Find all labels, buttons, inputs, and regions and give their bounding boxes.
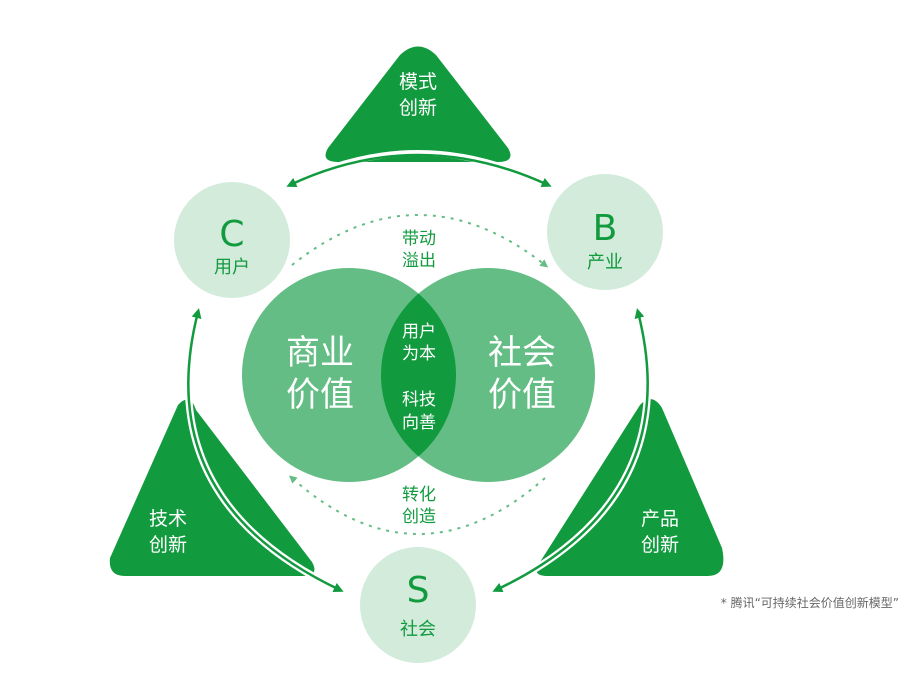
venn-center-top-line2: 为本	[402, 344, 436, 364]
venn-left-line2: 价值	[286, 375, 354, 415]
triangle-top-line1: 模式	[399, 71, 437, 93]
node-s-letter: S	[407, 570, 430, 611]
triangle-right-line1: 产品	[641, 508, 679, 530]
node-b-letter: B	[593, 208, 618, 249]
triangle-top-line2: 创新	[399, 97, 437, 119]
triangle-right-line2: 创新	[641, 534, 679, 556]
footnote: * 腾讯“可持续社会价值创新模型”	[721, 595, 899, 610]
node-s-circle	[360, 547, 476, 663]
venn-left-line1: 商业	[286, 333, 354, 373]
venn-intersection	[381, 268, 456, 482]
triangle-left	[109, 399, 315, 576]
node-s-label: 社会	[400, 619, 436, 640]
node-c-circle	[174, 182, 290, 298]
node-c-letter: C	[219, 214, 244, 255]
venn-center-bottom-line1: 科技	[402, 390, 436, 410]
flow-top-line1: 带动	[402, 229, 436, 249]
venn-right-line1: 社会	[488, 333, 556, 373]
flow-top-line2: 溢出	[402, 251, 436, 271]
flow-bottom-line1: 转化	[402, 485, 436, 505]
venn-center-bottom-line2: 向善	[402, 413, 436, 433]
venn-right-line2: 价值	[488, 375, 556, 415]
triangle-left-line2: 创新	[149, 534, 187, 556]
venn-center-top-line1: 用户	[402, 322, 436, 342]
node-c-label: 用户	[214, 257, 250, 278]
node-b-circle	[547, 174, 663, 290]
triangle-left-line1: 技术	[149, 508, 187, 530]
triangle-top	[325, 46, 511, 162]
node-b-label: 产业	[587, 252, 623, 273]
flow-bottom-line2: 创造	[402, 507, 436, 527]
